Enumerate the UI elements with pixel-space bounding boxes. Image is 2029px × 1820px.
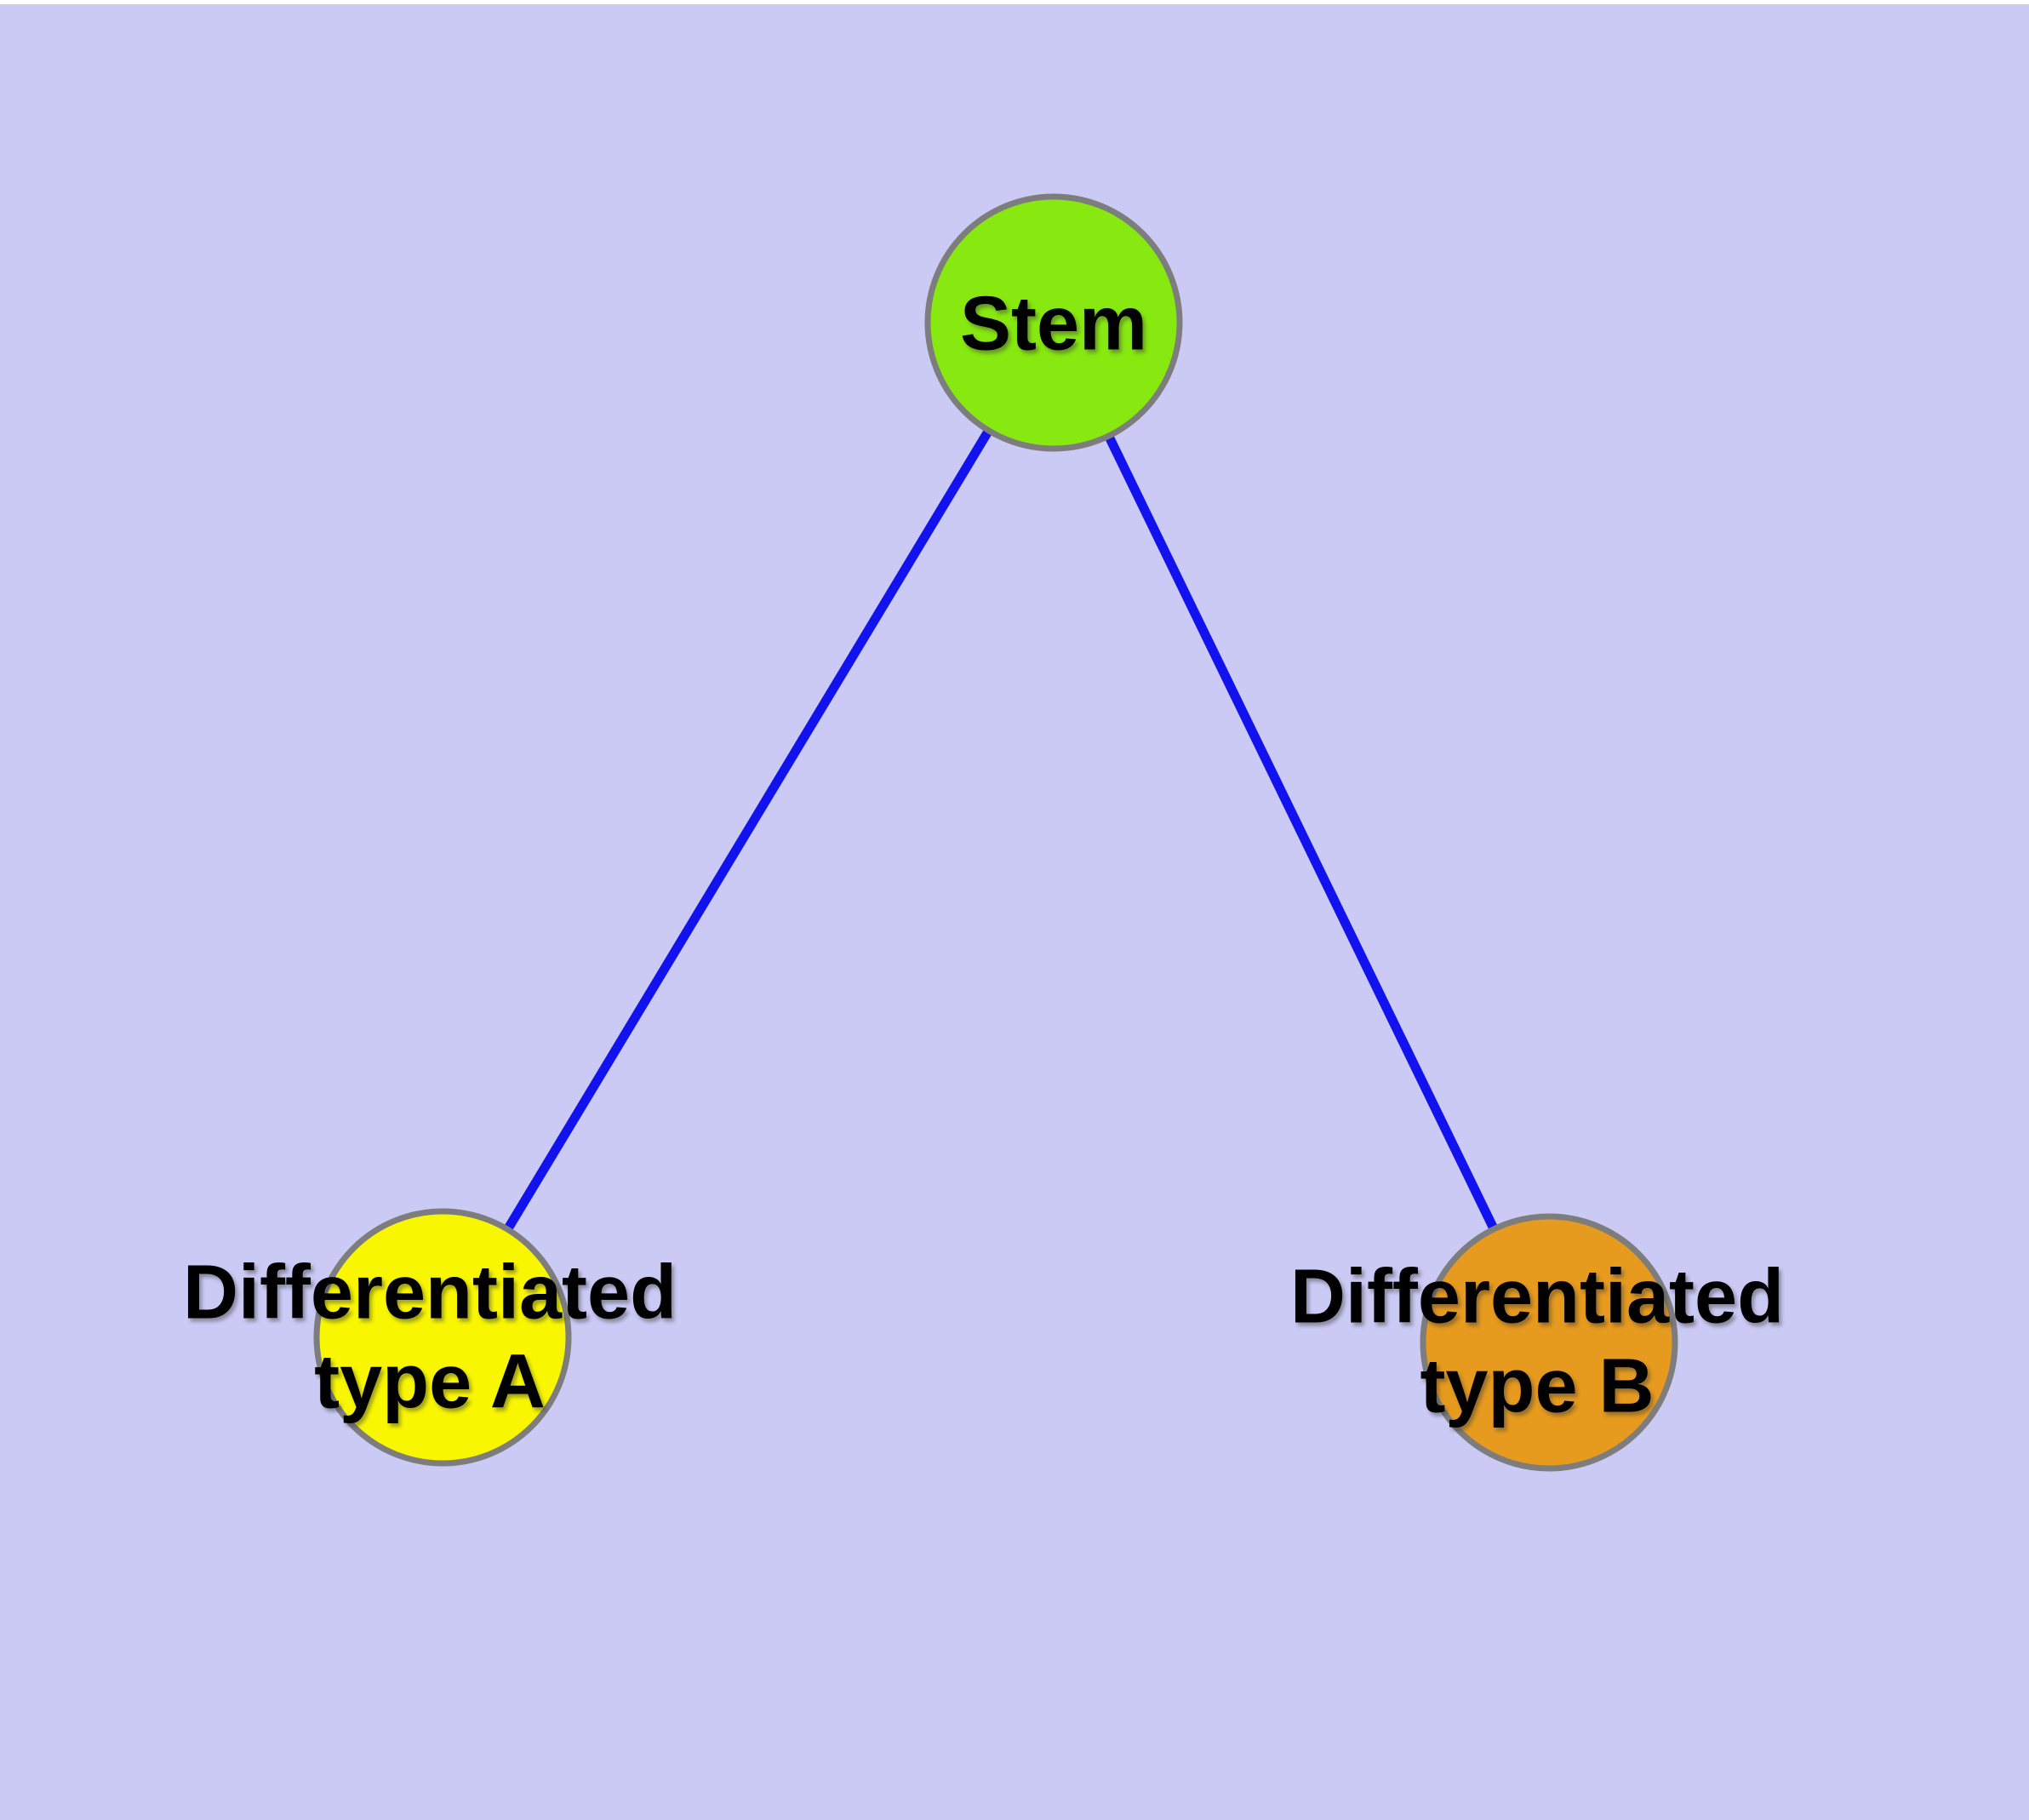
node-type-a-circle bbox=[313, 1208, 572, 1467]
node-type-b-label: Differentiated type B bbox=[1289, 1254, 1785, 1429]
edge-stem-to-type-a bbox=[438, 320, 1058, 1340]
plot-background: Stem Differentiated type A Differentiate… bbox=[0, 4, 2029, 1820]
graph-canvas bbox=[313, 193, 1678, 1472]
node-type-b-circle bbox=[1420, 1213, 1678, 1472]
node-stem-label: Stem bbox=[959, 281, 1148, 367]
node-type-a-label: Differentiated type A bbox=[182, 1250, 677, 1425]
edge-stem-to-type-b bbox=[1049, 320, 1553, 1345]
node-stem-circle bbox=[924, 193, 1183, 452]
